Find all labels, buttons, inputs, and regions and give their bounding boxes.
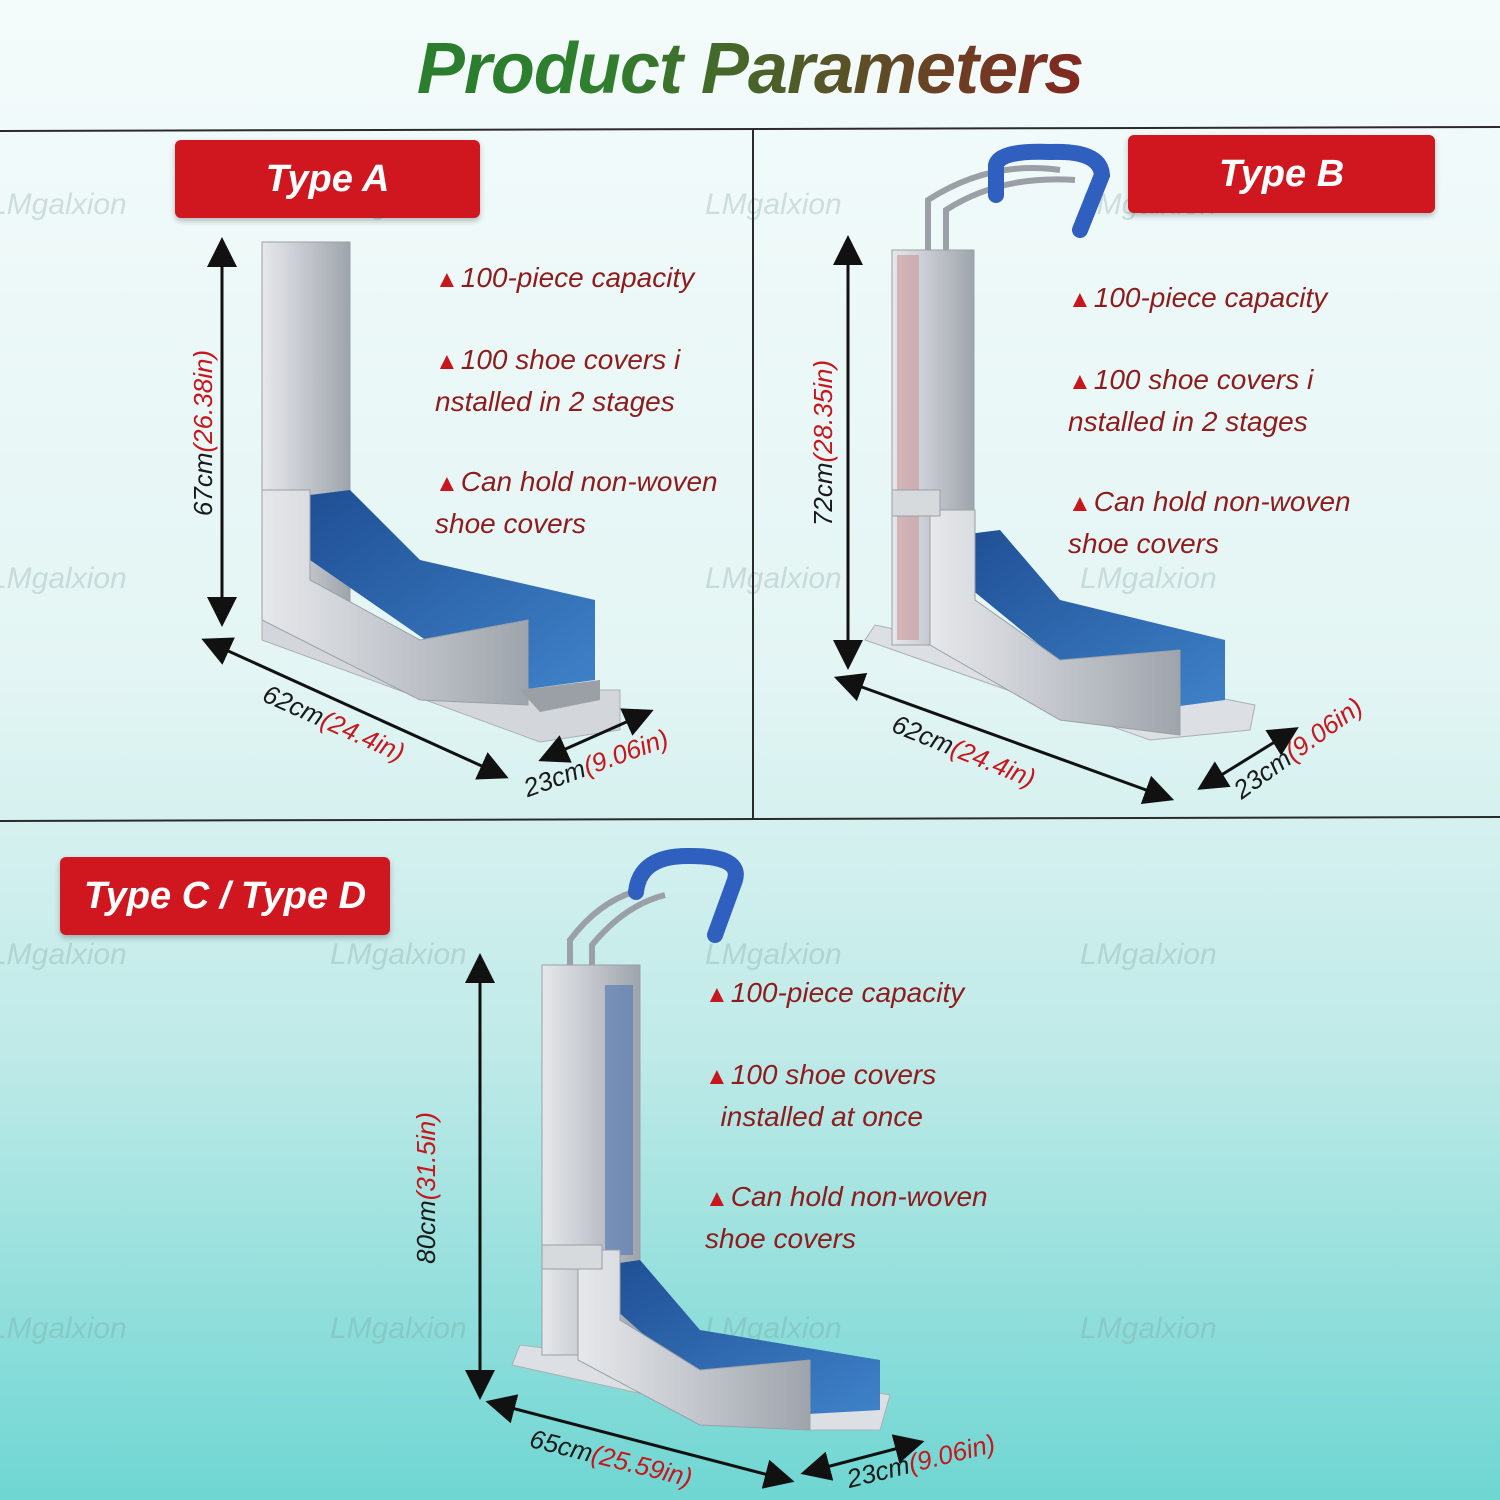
type-b-features: ▲100-piece capacity ▲100 shoe covers i n… [1068, 278, 1408, 604]
feature-item: ▲Can hold non-woven shoe covers [1068, 486, 1351, 559]
watermark: LMgalxion [0, 562, 127, 595]
type-b-width-arrow [1197, 727, 1299, 790]
type-b-badge: Type B [1128, 135, 1435, 213]
divider-middle [752, 129, 754, 819]
type-cd-length-arrow [485, 1394, 795, 1489]
type-cd-width-arrow [800, 1434, 925, 1481]
handle-grip-icon [988, 143, 1111, 238]
feature-item: ▲100 shoe covers i nstalled in 2 stages [435, 344, 681, 417]
feature-item: ▲100-piece capacity [705, 977, 965, 1008]
handle-grip-icon [628, 847, 744, 943]
feature-item: ▲100 shoe covers installed at once [705, 1059, 937, 1132]
type-cd-height-label: 80cm(31.5in) [410, 1112, 441, 1264]
feature-item: ▲Can hold non-woven shoe covers [435, 466, 718, 539]
watermark: LMgalxion [330, 938, 467, 971]
type-cd-features: ▲100-piece capacity ▲100 shoe covers ins… [705, 973, 1045, 1299]
feature-item: ▲100-piece capacity [435, 262, 695, 293]
watermark: LMgalxion [1080, 562, 1217, 595]
type-a-features: ▲100-piece capacity ▲100 shoe covers i n… [435, 258, 775, 584]
type-a-length-arrow [201, 637, 509, 780]
type-b-height-label: 72cm(28.35in) [808, 359, 839, 527]
type-a-badge: Type A [175, 140, 480, 218]
watermark: LMgalxion [0, 188, 127, 221]
watermark: LMgalxion [705, 938, 842, 971]
watermark: LMgalxion [1080, 1312, 1217, 1345]
page-title: Product Parameters [0, 28, 1500, 110]
feature-item: ▲100-piece capacity [1068, 282, 1328, 313]
watermark: LMgalxion [1080, 938, 1217, 971]
watermark: LMgalxion [705, 562, 842, 595]
type-a-width-arrow [538, 708, 654, 763]
feature-item: ▲100 shoe covers i nstalled in 2 stages [1068, 364, 1314, 437]
watermark: LMgalxion [330, 1312, 467, 1345]
type-cd-badge: Type C / Type D [60, 857, 390, 935]
type-a-height-label: 67cm(26.38in) [188, 349, 219, 517]
watermark: LMgalxion [705, 188, 842, 221]
type-b-length-arrow [833, 673, 1175, 804]
type-cd-dispenser [511, 847, 891, 1431]
watermark: LMgalxion [0, 1312, 127, 1345]
watermark: LMgalxion [0, 938, 127, 971]
feature-item: ▲Can hold non-woven shoe covers [705, 1181, 988, 1254]
